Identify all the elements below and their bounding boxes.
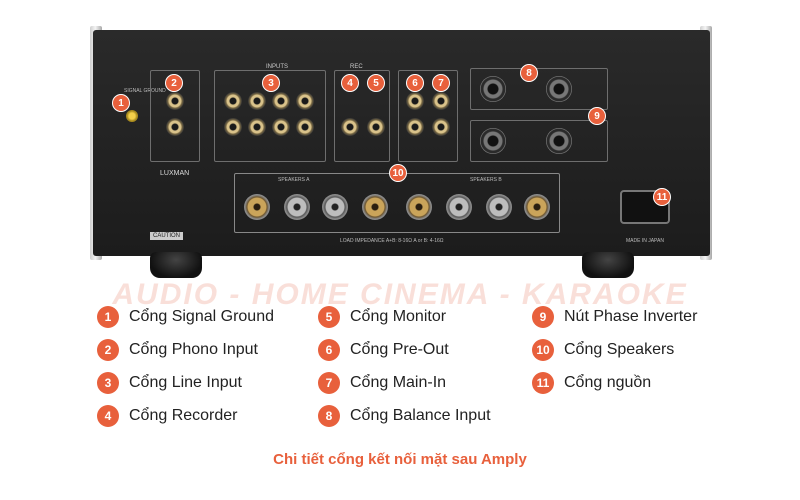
line-jack	[296, 118, 314, 136]
legend-label: Cổng Signal Ground	[129, 308, 274, 325]
legend-item: 2 Cổng Phono Input	[97, 339, 274, 361]
legend-number-badge: 3	[97, 372, 119, 394]
phono-jack-l	[166, 92, 184, 110]
legend-item: 6 Cổng Pre-Out	[318, 339, 491, 361]
speakers-a-text: SPEAKERS A	[278, 177, 310, 183]
balance-input-box-2	[470, 120, 608, 162]
xlr-connector	[480, 76, 506, 102]
inputs-text: INPUTS	[266, 64, 289, 70]
speaker-terminal	[362, 194, 388, 220]
legend-item: 5 Cổng Monitor	[318, 306, 491, 328]
marker-3: 3	[262, 74, 280, 92]
legend-label: Cổng Main-In	[350, 374, 447, 391]
legend-label: Cổng nguồn	[564, 374, 652, 391]
mainin-jack	[432, 118, 450, 136]
speaker-terminal	[446, 194, 472, 220]
legend-item: 1 Cổng Signal Ground	[97, 306, 274, 328]
legend-item: 10 Cổng Speakers	[532, 339, 697, 361]
marker-9: 9	[588, 107, 606, 125]
rec-text: REC	[350, 64, 363, 70]
load-impedance-text: LOAD IMPEDANCE A+B: 8-16Ω A or B: 4-16Ω	[340, 238, 444, 244]
legend-item: 11 Cổng nguồn	[532, 372, 697, 394]
phono-input-box	[150, 70, 200, 162]
speaker-terminal	[322, 194, 348, 220]
marker-6: 6	[406, 74, 424, 92]
legend-label: Cổng Balance Input	[350, 407, 491, 424]
marker-2: 2	[165, 74, 183, 92]
legend-label: Nút Phase Inverter	[564, 308, 698, 325]
xlr-connector	[546, 76, 572, 102]
made-in-text: MADE IN JAPAN	[626, 238, 664, 244]
marker-5: 5	[367, 74, 385, 92]
caution-label: CAUTION	[150, 232, 183, 240]
amplifier-rear-panel-image: SIGNAL GROUND INPUTS REC LUXMAN SPEAKERS…	[90, 26, 712, 311]
legend-label: Cổng Pre-Out	[350, 341, 449, 358]
legend-item: 4 Cổng Recorder	[97, 405, 274, 427]
legend-number-badge: 8	[318, 405, 340, 427]
line-input-box	[214, 70, 326, 162]
marker-10: 10	[389, 164, 407, 182]
preout-jack	[406, 92, 424, 110]
speaker-terminal	[524, 194, 550, 220]
legend-number-badge: 9	[532, 306, 554, 328]
legend-number-badge: 2	[97, 339, 119, 361]
line-jack	[272, 92, 290, 110]
legend-item: 8 Cổng Balance Input	[318, 405, 491, 427]
legend-label: Cổng Monitor	[350, 308, 447, 325]
line-jack	[296, 92, 314, 110]
mainin-jack	[432, 92, 450, 110]
speaker-terminal	[284, 194, 310, 220]
preout-jack	[406, 118, 424, 136]
marker-11: 11	[653, 188, 671, 206]
monitor-jack	[367, 118, 385, 136]
legend-number-badge: 7	[318, 372, 340, 394]
line-jack	[248, 118, 266, 136]
balance-input-box	[470, 68, 608, 110]
legend-item: 3 Cổng Line Input	[97, 372, 274, 394]
amplifier-foot-left	[150, 252, 202, 278]
line-jack	[224, 118, 242, 136]
preout-mainin-box	[398, 70, 458, 162]
legend-number-badge: 11	[532, 372, 554, 394]
signal-ground-post	[126, 110, 138, 122]
legend-column-2: 5 Cổng Monitor 6 Cổng Pre-Out 7 Cổng Mai…	[318, 306, 491, 438]
legend-label: Cổng Recorder	[129, 407, 238, 424]
legend-column-1: 1 Cổng Signal Ground 2 Cổng Phono Input …	[97, 306, 274, 438]
speakers-b-text: SPEAKERS B	[470, 177, 502, 183]
legend-number-badge: 1	[97, 306, 119, 328]
legend-label: Cổng Line Input	[129, 374, 242, 391]
line-jack	[248, 92, 266, 110]
recorder-monitor-box	[334, 70, 390, 162]
legend-number-badge: 6	[318, 339, 340, 361]
speaker-terminal	[244, 194, 270, 220]
xlr-connector	[480, 128, 506, 154]
amplifier-foot-right	[582, 252, 634, 278]
line-jack	[272, 118, 290, 136]
legend-item: 9 Nút Phase Inverter	[532, 306, 697, 328]
speaker-terminal	[406, 194, 432, 220]
legend-column-3: 9 Nút Phase Inverter 10 Cổng Speakers 11…	[532, 306, 697, 405]
legend-number-badge: 10	[532, 339, 554, 361]
legend-number-badge: 4	[97, 405, 119, 427]
marker-7: 7	[432, 74, 450, 92]
xlr-connector	[546, 128, 572, 154]
marker-1: 1	[112, 94, 130, 112]
signal-ground-text: SIGNAL GROUND	[124, 88, 166, 94]
speaker-terminal	[486, 194, 512, 220]
image-caption: Chi tiết cổng kết nối mặt sau Amply	[273, 451, 527, 468]
line-jack	[224, 92, 242, 110]
marker-8: 8	[520, 64, 538, 82]
legend-label: Cổng Phono Input	[129, 341, 258, 358]
legend-item: 7 Cổng Main-In	[318, 372, 491, 394]
phono-jack-r	[166, 118, 184, 136]
legend-label: Cổng Speakers	[564, 341, 675, 358]
brand-label: LUXMAN	[160, 170, 190, 177]
legend-number-badge: 5	[318, 306, 340, 328]
recorder-jack	[341, 118, 359, 136]
marker-4: 4	[341, 74, 359, 92]
watermark-text: AUDIO - HOME CINEMA - KARAOKE	[112, 278, 688, 311]
